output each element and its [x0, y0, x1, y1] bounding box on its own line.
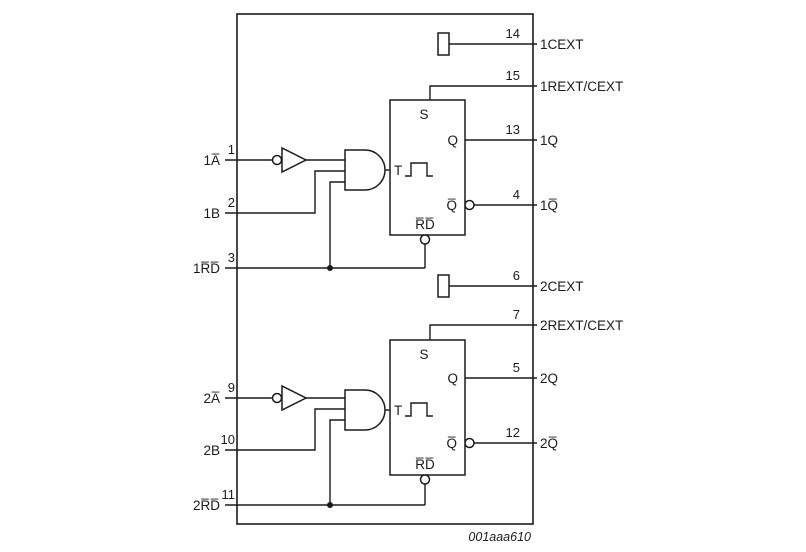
ch1-qbar-label: 1Q̅: [540, 198, 558, 213]
ch1-inverter: [281, 146, 308, 174]
ch2-b-input-label: 2B: [203, 443, 220, 458]
ch1-b-input-label: 1B: [203, 206, 220, 221]
ch1-qbar-pin-number: 4: [513, 187, 520, 202]
ch1-a-input-label: 1A̅: [203, 153, 220, 168]
ch2-rd-junction-dot: [327, 502, 333, 508]
ch1-rext-pin-number: 15: [506, 68, 520, 83]
ch2-cext-component: [437, 274, 450, 298]
channel1: S Q Q̅ R̅D̅ T 1A̅ 1 1B 2 1R̅D̅ 3: [193, 26, 623, 276]
ch1-rext-wire: [429, 85, 537, 100]
ch2-rd-branch-wire: [329, 419, 345, 505]
ch2-rext-pin-number: 7: [513, 307, 520, 322]
ch2-a-input-label: 2A̅: [203, 391, 220, 406]
mono2-rd-bubble: [419, 474, 431, 485]
channel2: S Q Q̅ R̅D̅ T 2A̅ 9 2B 10 2R̅D̅ 1: [193, 268, 623, 513]
ch2-a-pin-number: 9: [228, 380, 235, 395]
mono1-t-label: T: [394, 163, 402, 178]
ch1-b-wire: [225, 170, 345, 214]
ch1-inverter-bubble: [271, 154, 283, 166]
ch1-q-label: 1Q: [540, 133, 558, 148]
ch2-rext-label: 2REXT/CEXT: [540, 318, 623, 333]
ch2-cext-label: 2CEXT: [540, 279, 584, 294]
mono1-qbar-label: Q̅: [446, 198, 457, 213]
mono2-qbar-bubble: [464, 437, 475, 449]
ch2-inverter-bubble: [271, 392, 283, 404]
ch1-and-gate: [344, 149, 386, 191]
ch1-rd-pin-number: 3: [228, 250, 235, 265]
mono2-q-label: Q: [447, 371, 458, 386]
mono1-qbar-bubble: [464, 199, 475, 211]
ch2-qbar-pin-number: 12: [506, 425, 520, 440]
mono1-pulse-waveform-icon: [405, 162, 433, 177]
ch2-rd-pin-number: 11: [222, 487, 236, 502]
ch2-inverter: [281, 384, 308, 412]
ch2-b-pin-number: 10: [221, 432, 235, 447]
ch2-q-label: 2Q: [540, 371, 558, 386]
ic-outline: [236, 13, 534, 525]
mono2-qbar-label: Q̅: [446, 436, 457, 451]
ch2-and-gate: [344, 389, 386, 431]
mono2-s-label: S: [419, 347, 428, 362]
ch1-cext-label: 1CEXT: [540, 37, 584, 52]
ch1-rd-branch-wire: [329, 181, 345, 268]
mono1-rd-label: R̅D̅: [415, 217, 435, 232]
ch1-rd-input-label: 1R̅D̅: [193, 261, 220, 276]
mono1-rd-bubble: [419, 234, 431, 245]
ch1-q-pin-number: 13: [506, 122, 520, 137]
ch2-rext-wire: [429, 324, 537, 340]
ch1-cext-pin-number: 14: [506, 26, 520, 41]
ch2-rd-input-label: 2R̅D̅: [193, 498, 220, 513]
mono2-rd-label: R̅D̅: [415, 457, 435, 472]
ch1-b-pin-number: 2: [228, 195, 235, 210]
ch1-a-pin-number: 1: [228, 142, 235, 157]
ch2-qbar-label: 2Q̅: [540, 436, 558, 451]
mono2-pulse-waveform-icon: [405, 402, 433, 417]
mono2-t-label: T: [394, 403, 402, 418]
ch1-cext-component: [437, 32, 450, 56]
mono1-q-label: Q: [447, 133, 458, 148]
mono1-s-label: S: [419, 107, 428, 122]
ch2-q-pin-number: 5: [513, 360, 520, 375]
ch1-rd-junction-dot: [327, 265, 333, 271]
ch2-b-wire: [225, 408, 345, 451]
ch2-cext-pin-number: 6: [513, 268, 520, 283]
ch1-rext-label: 1REXT/CEXT: [540, 79, 623, 94]
figure-caption: 001aaa610: [468, 530, 531, 544]
